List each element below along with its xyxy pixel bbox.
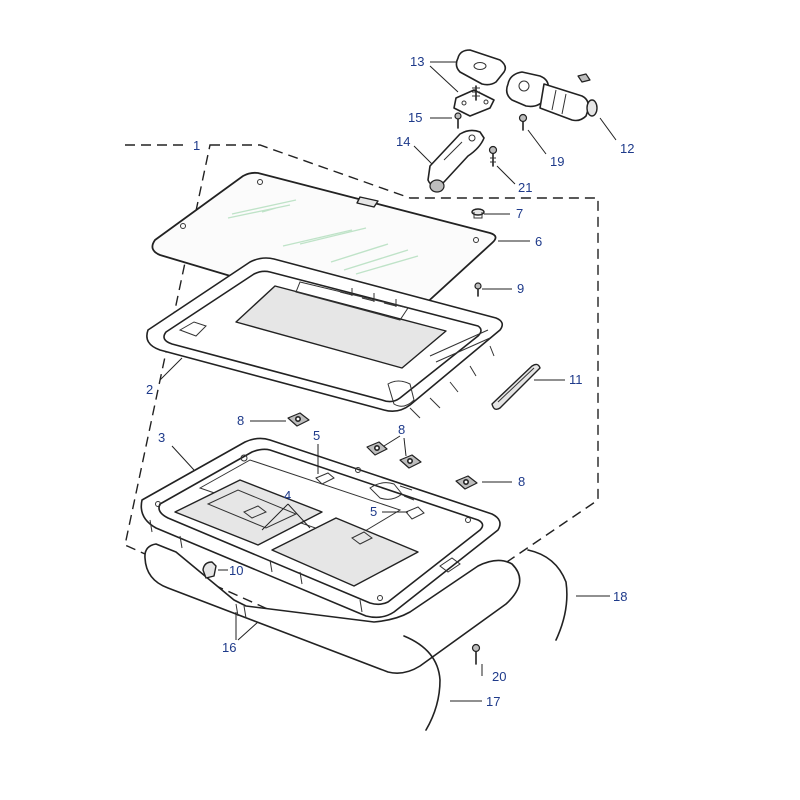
callout-2: 2 bbox=[146, 382, 153, 397]
callout-5-upper: 5 bbox=[313, 428, 320, 443]
assembly-boundary bbox=[124, 144, 599, 656]
callout-7: 7 bbox=[516, 206, 523, 221]
screw-9 bbox=[474, 282, 482, 297]
callout-19: 19 bbox=[550, 154, 564, 169]
base-frame bbox=[140, 437, 501, 619]
callout-5-lower: 5 bbox=[370, 504, 377, 519]
callout-15: 15 bbox=[408, 110, 422, 125]
callout-21: 21 bbox=[518, 180, 532, 195]
callout-1: 1 bbox=[193, 138, 200, 153]
callout-10: 10 bbox=[229, 563, 243, 578]
callout-11: 11 bbox=[569, 372, 583, 387]
seal-frame bbox=[146, 257, 504, 419]
screw-19 bbox=[518, 113, 528, 131]
leader-lines bbox=[159, 61, 617, 702]
callout-4: 4 bbox=[284, 488, 291, 503]
trim-panel bbox=[144, 543, 521, 674]
slider-strip bbox=[491, 363, 541, 411]
callout-3: 3 bbox=[158, 430, 165, 445]
screw-21 bbox=[488, 145, 498, 167]
clip-10 bbox=[202, 561, 217, 579]
callout-17: 17 bbox=[486, 694, 500, 709]
callout-9: 9 bbox=[517, 281, 524, 296]
callout-8-left: 8 bbox=[237, 413, 244, 428]
mount-plate-15 bbox=[453, 85, 495, 117]
glass-panel bbox=[151, 171, 497, 325]
drive-arm-14 bbox=[427, 129, 485, 193]
callout-8-right: 8 bbox=[518, 474, 525, 489]
drain-tube-17 bbox=[403, 635, 441, 731]
sunroof-motor-12 bbox=[505, 71, 598, 122]
plug-7 bbox=[471, 208, 485, 219]
callout-8-middle: 8 bbox=[398, 422, 405, 437]
clip-8d bbox=[455, 475, 478, 490]
callout-13: 13 bbox=[410, 54, 424, 69]
spacer-block-13 bbox=[455, 49, 507, 86]
callout-labels: 1 2 3 4 5 5 6 7 8 8 8 9 10 11 12 13 14 1… bbox=[146, 54, 634, 709]
callout-6: 6 bbox=[535, 234, 542, 249]
callout-20: 20 bbox=[492, 669, 506, 684]
clip-8b bbox=[366, 441, 388, 456]
callout-14: 14 bbox=[396, 134, 410, 149]
clip-8c bbox=[399, 454, 422, 469]
callout-12: 12 bbox=[620, 141, 634, 156]
callout-16: 16 bbox=[222, 640, 236, 655]
screw-15 bbox=[454, 112, 462, 129]
callout-18: 18 bbox=[613, 589, 627, 604]
screw-20 bbox=[471, 643, 481, 665]
clip-8a bbox=[287, 412, 310, 427]
drain-tube-18 bbox=[527, 549, 568, 641]
